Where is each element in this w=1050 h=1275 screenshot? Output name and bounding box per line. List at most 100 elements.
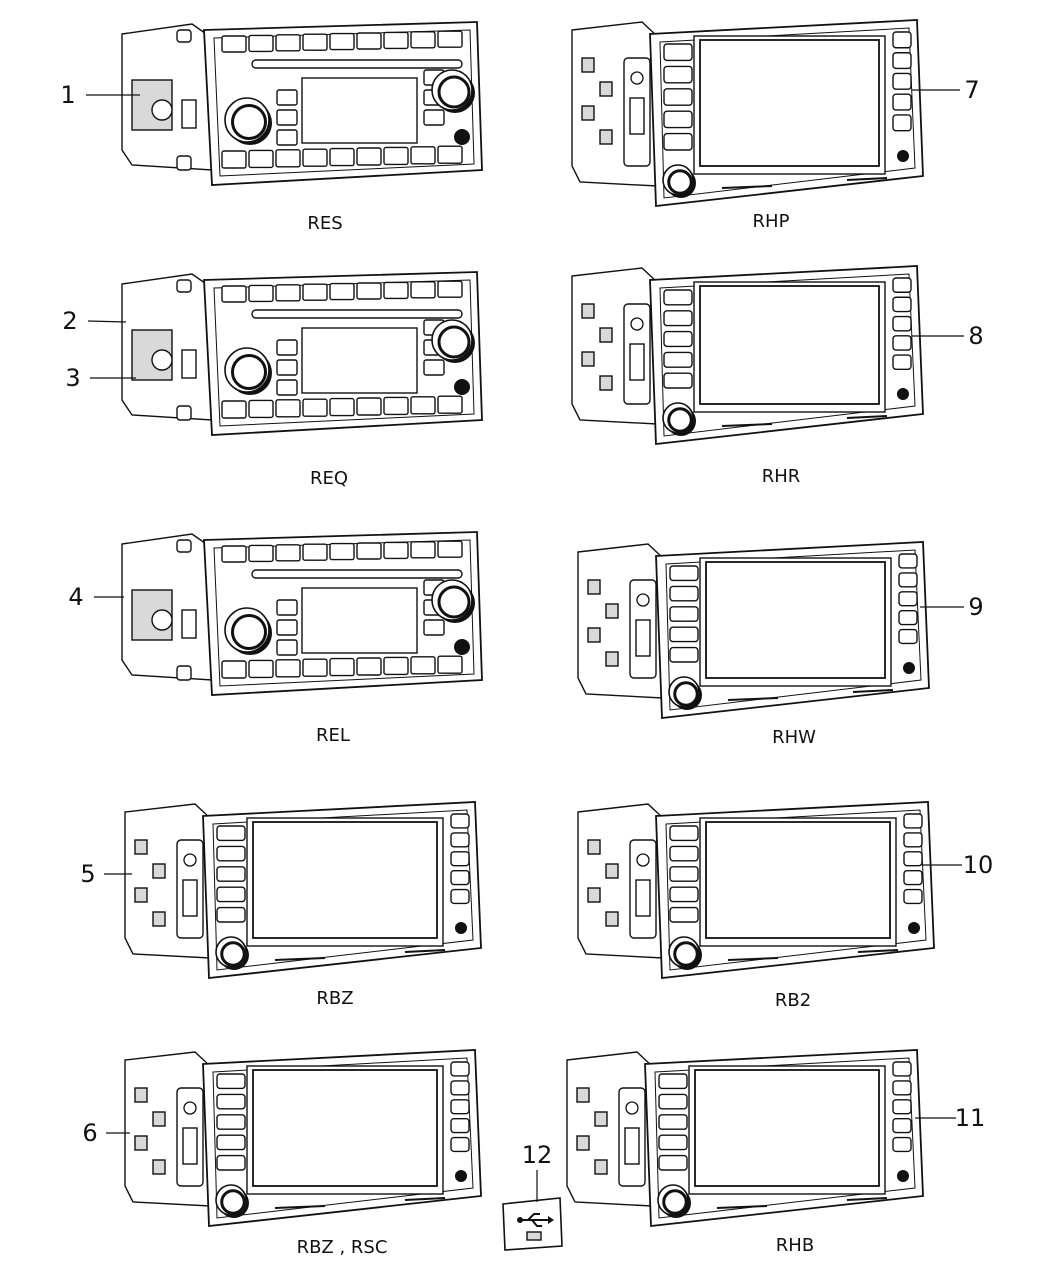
rear-connector-block	[131, 589, 173, 641]
left-button	[669, 565, 699, 582]
right-button	[892, 1136, 912, 1153]
leader-2	[87, 320, 127, 323]
volume-knob	[668, 936, 702, 970]
right-button	[450, 888, 470, 905]
radio-rhp	[571, 19, 924, 208]
brand-mark	[727, 697, 779, 701]
top-button	[329, 542, 355, 561]
rear-connector	[599, 129, 613, 145]
model-label-rel: REL	[316, 725, 350, 746]
right-button	[892, 31, 912, 49]
radio-rbz-rsc	[124, 1049, 482, 1228]
right-button	[898, 609, 918, 626]
callout-8: 8	[968, 322, 984, 350]
touch-screen	[699, 39, 880, 167]
top-button	[410, 281, 436, 299]
rear-port	[181, 609, 197, 639]
side-button	[423, 359, 445, 376]
left-button	[663, 289, 693, 306]
cd-slot	[251, 59, 463, 69]
preset-button	[383, 396, 409, 416]
left-button	[216, 825, 246, 842]
touch-screen	[705, 561, 886, 679]
left-button	[216, 1114, 246, 1130]
tune-knob	[431, 319, 475, 363]
preset-button	[437, 655, 463, 674]
left-button	[216, 886, 246, 903]
callout-10: 10	[962, 851, 994, 879]
aux-jack	[908, 922, 920, 934]
right-button	[898, 628, 918, 645]
rear-port	[181, 99, 197, 129]
right-button	[450, 832, 470, 848]
top-button	[356, 542, 382, 560]
left-button	[669, 866, 699, 882]
brand-mark	[274, 1205, 326, 1209]
right-button	[892, 277, 912, 293]
preset-button	[221, 400, 247, 419]
top-button	[410, 541, 436, 559]
left-button	[669, 626, 699, 643]
top-button	[221, 35, 247, 53]
top-button	[302, 33, 328, 51]
side-button	[276, 639, 298, 656]
rear-connector	[605, 651, 619, 667]
preset-button	[437, 145, 463, 164]
right-button	[892, 1080, 912, 1096]
callout-2: 2	[62, 307, 78, 335]
rear-connector	[599, 327, 613, 343]
preset-button	[302, 658, 328, 677]
left-button	[669, 585, 699, 602]
bracket-hole	[636, 593, 650, 607]
top-button	[437, 280, 463, 298]
left-button	[658, 1154, 688, 1171]
bracket-hole	[630, 71, 644, 85]
cd-slot	[251, 309, 463, 319]
top-button	[329, 32, 355, 51]
brand-mark	[846, 177, 888, 181]
mounting-ear	[176, 155, 192, 171]
left-button	[663, 43, 693, 62]
preset-button	[275, 399, 301, 418]
right-button	[892, 114, 912, 132]
rear-connector	[581, 105, 595, 121]
brand-mark	[857, 949, 899, 953]
display	[301, 587, 418, 654]
radio-rhr	[571, 265, 924, 446]
top-button	[302, 283, 328, 301]
rear-connector	[587, 839, 601, 855]
right-button	[898, 572, 918, 588]
aux-jack	[454, 129, 470, 145]
top-button	[248, 284, 274, 303]
tune-knob	[431, 579, 475, 623]
callout-9: 9	[968, 593, 984, 621]
touch-screen	[252, 821, 438, 939]
right-button	[450, 813, 470, 829]
rear-connector	[599, 375, 613, 391]
bracket-slot	[629, 343, 645, 381]
brand-mark	[404, 1197, 446, 1201]
volume-knob	[657, 1184, 691, 1218]
preset-button	[383, 146, 409, 166]
rear-connector	[576, 1135, 590, 1151]
right-button	[450, 1061, 470, 1077]
right-button	[892, 1099, 912, 1115]
top-button	[221, 545, 247, 563]
model-label-rhr: RHR	[761, 466, 801, 487]
left-button	[663, 65, 693, 84]
mounting-ear	[176, 405, 192, 421]
rear-connector	[134, 839, 148, 855]
rear-connector	[134, 1087, 148, 1103]
preset-button	[356, 397, 382, 416]
brand-mark	[846, 1197, 888, 1201]
rear-connector	[152, 1159, 166, 1175]
side-button	[276, 129, 298, 146]
right-button	[892, 315, 912, 332]
top-button	[437, 540, 463, 558]
bracket-slot	[624, 1127, 640, 1165]
side-button	[276, 89, 298, 106]
model-label-res: RES	[307, 213, 343, 234]
volume-knob	[224, 347, 272, 395]
